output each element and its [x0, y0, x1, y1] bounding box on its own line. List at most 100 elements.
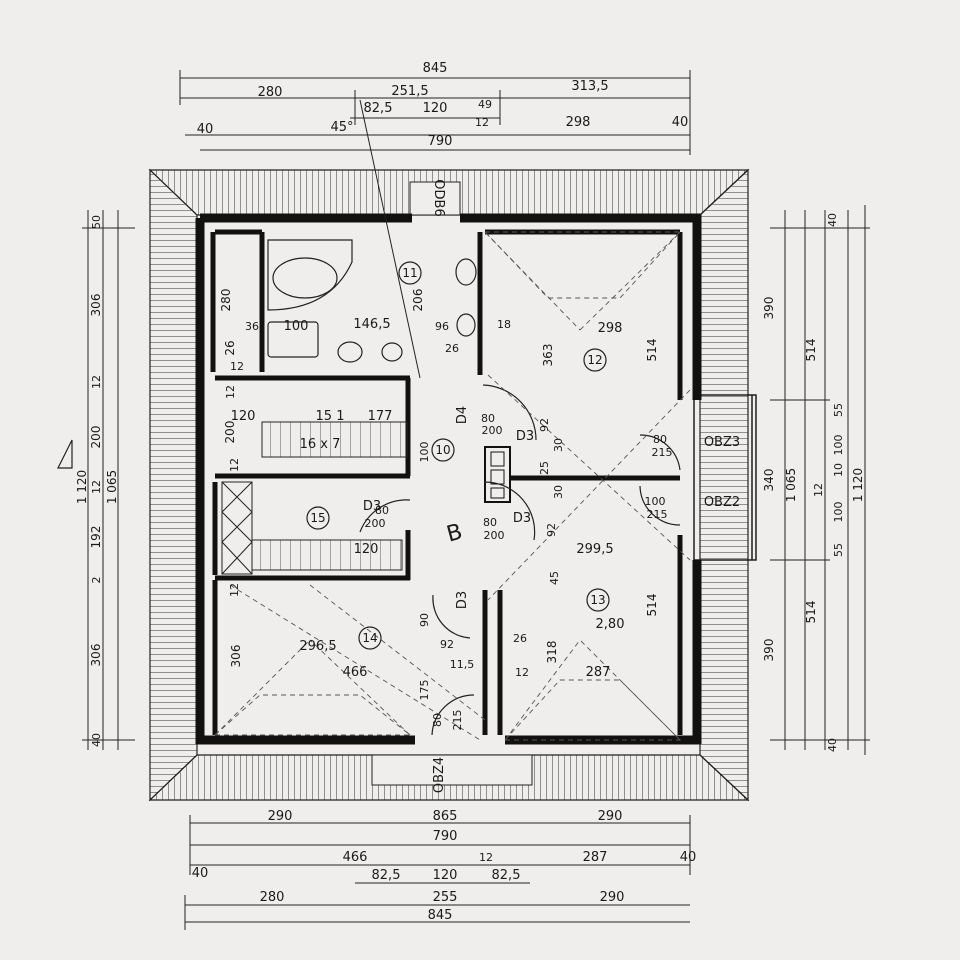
- exterior-walls: [195, 213, 702, 745]
- dim-top-r3-c: 298: [566, 115, 591, 130]
- dim-right-half-a: 514: [804, 339, 818, 362]
- dim-bot-r1-a: 290: [268, 809, 293, 824]
- bottom-dimensions: [184, 815, 691, 930]
- left-dimensions: [82, 210, 135, 750]
- dim-right-fine-2: 100: [832, 435, 845, 456]
- dim-318: 318: [545, 641, 559, 664]
- dim-bot-r1-b: 865: [433, 809, 458, 824]
- bidet: [381, 342, 403, 362]
- dim-top-r2-c: 49: [478, 98, 492, 111]
- dim-bot-r3-c: 287: [583, 850, 608, 865]
- dim-514-b: 514: [645, 594, 659, 617]
- dim-left-seg-7: 306: [89, 644, 103, 667]
- dim-80-d: 80: [653, 433, 667, 446]
- dim-bot-overall: 845: [428, 908, 453, 923]
- dim-177: 177: [368, 409, 393, 424]
- balcony-window-bay: [693, 394, 757, 561]
- door-d4: D4: [455, 406, 470, 424]
- room-11-circle: [398, 261, 422, 285]
- dim-296-5: 296,5: [299, 639, 336, 654]
- dim-bot-r1-c: 290: [598, 809, 623, 824]
- room-13-circle: [586, 588, 610, 612]
- dim-right-fine-6: 55: [832, 543, 845, 557]
- dim-11-5: 11,5: [450, 658, 475, 671]
- dim-306-b: 306: [229, 645, 243, 668]
- dim-top-r3-b: 12: [475, 116, 489, 129]
- dim-bot-r5-b: 255: [433, 890, 458, 905]
- dim-bot-r5-c: 290: [600, 890, 625, 905]
- dim-bot-r4-b: 120: [433, 868, 458, 883]
- dim-bot-r3-40a: 40: [192, 866, 209, 881]
- dim-15-1: 15 1: [316, 409, 345, 424]
- interior-walls: [210, 229, 683, 735]
- dim-12f: 12: [230, 360, 244, 373]
- dim-200-b: 200: [365, 517, 386, 530]
- top-dimensions: [179, 70, 691, 155]
- dim-right-half-b: 514: [804, 601, 818, 624]
- dim-90: 90: [418, 613, 431, 627]
- dim-right-inner: 1 065: [784, 468, 798, 502]
- dim-92: 92: [538, 418, 551, 432]
- dim-right-outer-a: 390: [762, 297, 776, 320]
- dim-80-c: 80: [483, 516, 497, 529]
- stair-b-label: B: [444, 520, 465, 548]
- dim-36: 36: [245, 320, 259, 333]
- dim-120-d: 120: [354, 542, 379, 557]
- dim-92c: 92: [440, 638, 454, 651]
- dim-bot-r3-b: 12: [479, 851, 493, 864]
- dim-top-r3-d: 40: [672, 115, 689, 130]
- dim-175: 175: [418, 680, 431, 701]
- dim-206: 206: [411, 289, 425, 312]
- bath-sink: [267, 321, 319, 358]
- dim-right-fine-1: 55: [832, 403, 845, 417]
- dim-top-angle: 45°: [330, 120, 353, 135]
- room-14-label: 14: [362, 631, 377, 645]
- dim-bot-r3-40b: 40: [680, 850, 697, 865]
- dim-100-o: 100: [645, 495, 666, 508]
- dim-514-a: 514: [645, 339, 659, 362]
- bathtub: [267, 239, 353, 311]
- dim-26: 26: [223, 340, 237, 355]
- dim-left-seg-2: 12: [90, 375, 103, 389]
- room-12-label: 12: [587, 353, 602, 367]
- dim-left-seg-0: 50: [90, 215, 103, 229]
- door-d3-a: D3: [516, 429, 534, 444]
- door-d3-d: D3: [455, 591, 470, 609]
- room-15-circle: [306, 506, 330, 530]
- dim-bot-r5-a: 280: [260, 890, 285, 905]
- stair-arrow: [57, 439, 73, 469]
- dim-top-r1-b: 251,5: [391, 84, 428, 99]
- dim-280: 280: [219, 289, 233, 312]
- dim-215-d: 215: [652, 446, 673, 459]
- dim-bot-r4-c: 82,5: [492, 868, 521, 883]
- dim-right-fine-5: 100: [832, 502, 845, 523]
- dim-left-seg-3: 200: [89, 426, 103, 449]
- dim-146-5: 146,5: [353, 317, 390, 332]
- dim-bot-r4-a: 82,5: [372, 868, 401, 883]
- dim-16x7: 16 x 7: [300, 437, 341, 452]
- dim-left-seg-4: 12: [90, 480, 103, 494]
- chimney: [484, 446, 511, 503]
- dim-100: 100: [284, 319, 309, 334]
- dim-96: 96: [435, 320, 449, 333]
- room-13-label: 13: [590, 593, 605, 607]
- dim-215-o: 215: [647, 508, 668, 521]
- dim-top-r1-c: 313,5: [571, 79, 608, 94]
- dim-363: 363: [541, 344, 555, 367]
- door-d3-b: D3: [363, 499, 381, 514]
- room-10-circle: [431, 438, 455, 462]
- room-11-label: 11: [402, 266, 417, 280]
- window-obz4: OBZ4: [432, 757, 447, 793]
- dim-right-outer-b: 340: [762, 469, 776, 492]
- dim-left-seg-1: 306: [89, 294, 103, 317]
- door-d3-c: D3: [513, 511, 531, 526]
- dim-120-stair: 120: [231, 409, 256, 424]
- dim-200-stair: 200: [223, 421, 237, 444]
- dim-215-e: 215: [451, 710, 464, 731]
- dim-12-stair: 12: [224, 385, 237, 399]
- dim-80-a: 80: [481, 412, 495, 425]
- dim-298: 298: [598, 321, 623, 336]
- dim-left-overall: 1 120: [75, 470, 89, 504]
- roof-overhang: [148, 168, 750, 802]
